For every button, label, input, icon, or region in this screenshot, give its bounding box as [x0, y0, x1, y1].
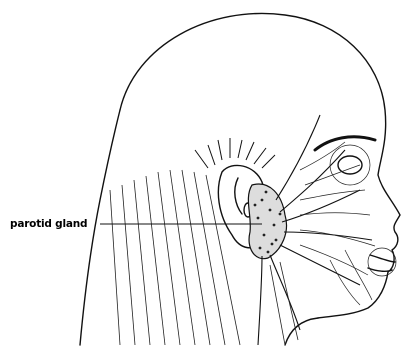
face-muscle-lines: [300, 142, 396, 305]
eyebrow: [315, 137, 375, 150]
parotid-gland-label: parotid gland: [10, 218, 87, 230]
scalp-nerves: [195, 138, 275, 168]
parotid-gland-shape: [248, 184, 286, 259]
ear-inner: [235, 178, 242, 214]
neck-front-outline: [285, 318, 318, 345]
